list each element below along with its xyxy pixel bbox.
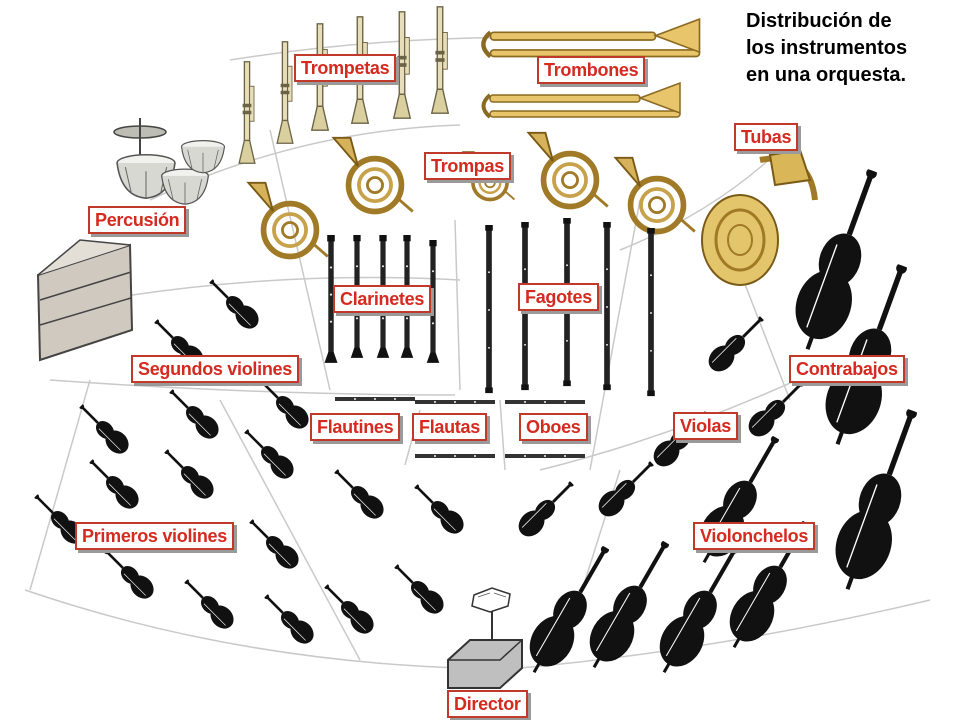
- violin-icon: [328, 463, 389, 524]
- stage-floor-lines: [24, 36, 931, 669]
- french-horn-icon: [528, 133, 607, 207]
- bassoon-icon: [603, 222, 611, 391]
- bassoon-icon: [647, 228, 655, 397]
- conductor-podium-icon: [447, 587, 523, 689]
- viola-icon: [593, 454, 661, 522]
- violin-icon: [408, 478, 469, 539]
- label-flautines: Flautines: [310, 413, 401, 441]
- trombone-icon: [483, 19, 699, 56]
- diagram-title: Distribución de los instrumentos en una …: [746, 8, 951, 89]
- viola-icon: [703, 309, 771, 377]
- title-line-3: en una orquesta.: [746, 64, 907, 86]
- label-segundos-violines: Segundos violines: [131, 355, 299, 383]
- oboe-icon: [505, 400, 585, 404]
- label-director: Director: [447, 690, 528, 718]
- timpani-icon: [160, 168, 210, 205]
- label-primeros-violines: Primeros violines: [75, 522, 234, 550]
- trombone-icon: [484, 83, 681, 117]
- label-trompas: Trompas: [424, 152, 511, 180]
- title-line-2: los instrumentos: [746, 37, 908, 59]
- violin-icon: [73, 398, 134, 459]
- label-percusion: Percusión: [88, 206, 187, 234]
- violin-icon: [243, 513, 304, 574]
- violin-icon: [98, 543, 159, 604]
- label-fagotes: Fagotes: [518, 283, 599, 311]
- french-horn-icon: [615, 158, 694, 232]
- cello-icon: [686, 426, 795, 573]
- label-tubas: Tubas: [734, 123, 799, 151]
- label-contrabajos: Contrabajos: [789, 355, 905, 383]
- xylophone-icon: [36, 239, 134, 362]
- label-clarinetes: Clarinetes: [333, 285, 432, 313]
- oboe-icon: [505, 454, 585, 458]
- label-oboes: Oboes: [519, 413, 588, 441]
- label-flautas: Flautas: [412, 413, 487, 441]
- title-line-1: Distribución de: [746, 10, 892, 32]
- label-violonchelos: Violonchelos: [693, 522, 816, 550]
- trumpet-icon: [276, 41, 294, 144]
- timpani-icon: [180, 139, 226, 174]
- flute-icon: [415, 454, 495, 458]
- violin-icon: [83, 453, 144, 514]
- viola-icon: [513, 474, 581, 542]
- percussion-group: [36, 118, 226, 362]
- violin-icon: [388, 558, 449, 619]
- violin-icon: [163, 383, 224, 444]
- label-trompetas: Trompetas: [294, 54, 397, 82]
- tuba-icon: [701, 148, 818, 286]
- violin-icon: [318, 578, 379, 639]
- trumpet-icon: [238, 61, 256, 164]
- viola-icon: [743, 374, 811, 442]
- violin-icon: [238, 423, 299, 484]
- french-horn-icon: [248, 183, 327, 257]
- violin-icon: [258, 588, 319, 649]
- bassoon-icon: [485, 225, 493, 394]
- label-violas: Violas: [673, 412, 738, 440]
- french-horn-icon: [333, 138, 412, 212]
- violin-icon: [178, 573, 239, 634]
- flute-icon: [335, 397, 415, 401]
- trumpet-icon: [431, 6, 449, 114]
- flute-icon: [415, 400, 495, 404]
- label-trombones: Trombones: [537, 56, 646, 84]
- violin-icon: [158, 443, 219, 504]
